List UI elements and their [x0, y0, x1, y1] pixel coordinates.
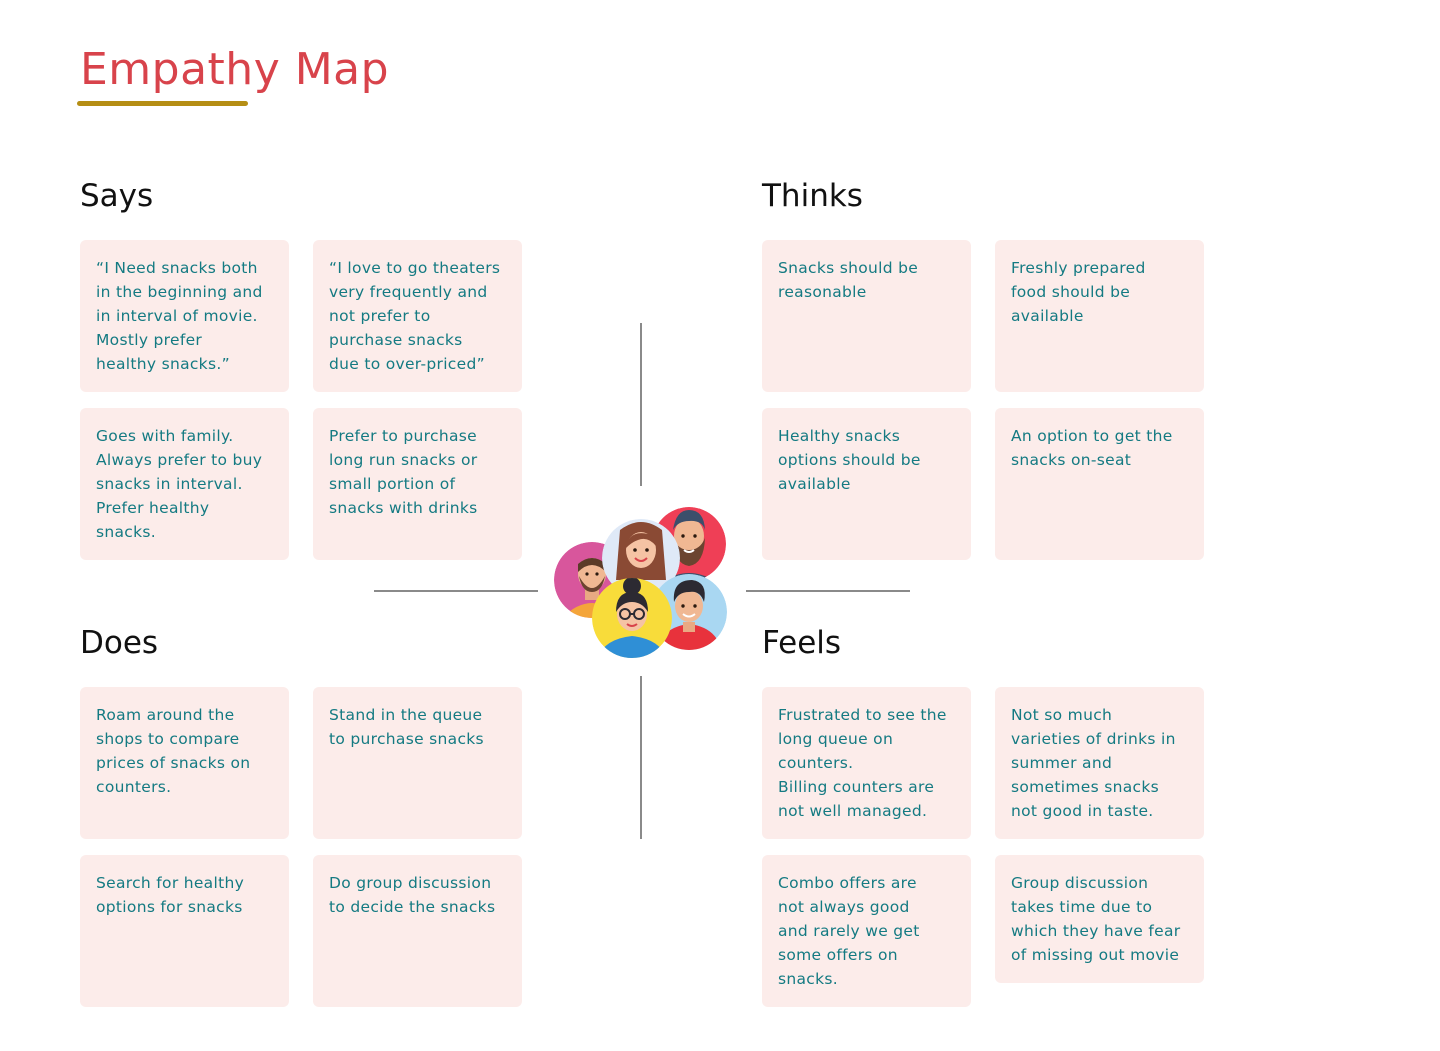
- feels-card-3: Combo offers are not always good and rar…: [762, 855, 971, 1007]
- says-card-3-text: Goes with family. Always prefer to buy s…: [96, 427, 263, 541]
- divider-left: [374, 590, 538, 592]
- group-of-people-avatars-icon: [552, 500, 732, 664]
- does-card-2-text: Stand in the queue to purchase snacks: [329, 706, 484, 748]
- page-title: Empathy Map: [80, 44, 390, 95]
- title-underline: [77, 101, 248, 106]
- feels-card-1-text: Frustrated to see the long queue on coun…: [778, 706, 947, 820]
- does-heading: Does: [80, 625, 159, 661]
- thinks-card-3-text: Healthy snacks options should be availab…: [778, 427, 921, 493]
- does-card-2: Stand in the queue to purchase snacks: [313, 687, 522, 839]
- divider-top: [640, 323, 642, 486]
- feels-heading: Feels: [762, 625, 842, 661]
- does-card-4: Do group discussion to decide the snacks: [313, 855, 522, 1007]
- feels-card-2: Not so much varieties of drinks in summe…: [995, 687, 1204, 839]
- says-card-4-text: Prefer to purchase long run snacks or sm…: [329, 427, 478, 517]
- thinks-card-1-text: Snacks should be reasonable: [778, 259, 919, 301]
- says-card-1-text: “I Need snacks both in the beginning and…: [96, 259, 263, 373]
- says-card-2-text: “I love to go theaters very frequently a…: [329, 259, 501, 373]
- does-card-1-text: Roam around the shops to compare prices …: [96, 706, 251, 796]
- does-card-3-text: Search for healthy options for snacks: [96, 874, 245, 916]
- does-card-4-text: Do group discussion to decide the snacks: [329, 874, 496, 916]
- divider-bottom: [640, 676, 642, 839]
- says-heading: Says: [80, 178, 154, 214]
- thinks-card-4-text: An option to get the snacks on-seat: [1011, 427, 1173, 469]
- does-card-3: Search for healthy options for snacks: [80, 855, 289, 1007]
- feels-card-4: Group discussion takes time due to which…: [995, 855, 1204, 983]
- feels-card-1: Frustrated to see the long queue on coun…: [762, 687, 971, 839]
- says-card-1: “I Need snacks both in the beginning and…: [80, 240, 289, 392]
- feels-card-4-text: Group discussion takes time due to which…: [1011, 874, 1181, 964]
- feels-card-2-text: Not so much varieties of drinks in summe…: [1011, 706, 1176, 820]
- divider-right: [746, 590, 910, 592]
- feels-card-3-text: Combo offers are not always good and rar…: [778, 874, 920, 988]
- says-card-4: Prefer to purchase long run snacks or sm…: [313, 408, 522, 560]
- thinks-card-4: An option to get the snacks on-seat: [995, 408, 1204, 560]
- says-card-3: Goes with family. Always prefer to buy s…: [80, 408, 289, 560]
- does-card-1: Roam around the shops to compare prices …: [80, 687, 289, 839]
- thinks-card-2-text: Freshly prepared food should be availabl…: [1011, 259, 1146, 325]
- says-card-2: “I love to go theaters very frequently a…: [313, 240, 522, 392]
- thinks-card-1: Snacks should be reasonable: [762, 240, 971, 392]
- thinks-card-2: Freshly prepared food should be availabl…: [995, 240, 1204, 392]
- thinks-heading: Thinks: [762, 178, 863, 214]
- thinks-card-3: Healthy snacks options should be availab…: [762, 408, 971, 560]
